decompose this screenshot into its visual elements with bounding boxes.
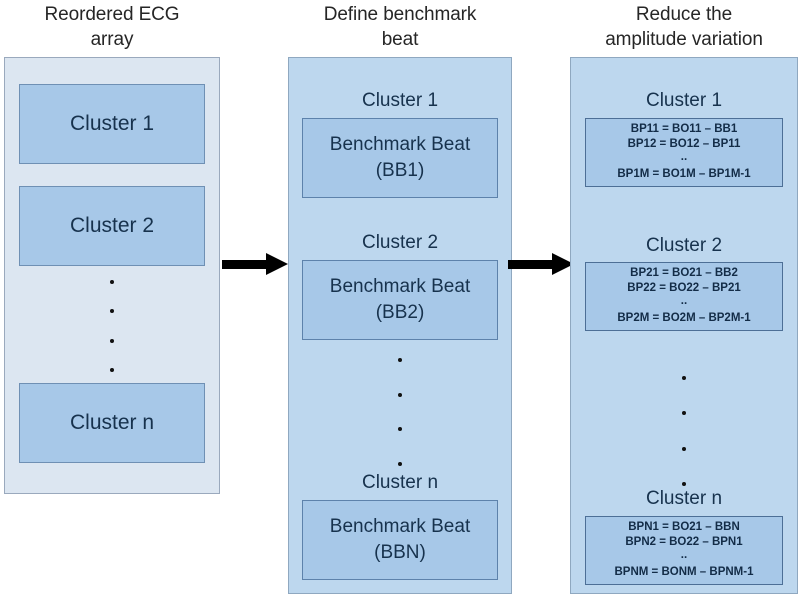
column-title-reordered-line2: array [90, 29, 134, 50]
cluster-label-n: Cluster n [645, 488, 723, 509]
ellipsis-dot [398, 461, 402, 466]
column-title-benchmark: Define benchmark beat [288, 0, 512, 52]
cluster-label-2: Cluster 2 [361, 232, 439, 253]
panel-reordered-ecg-array: Cluster 1 Cluster 2 Cluster n [4, 57, 220, 494]
formula-line-n: BPNM = BONM – BPNM-1 [614, 566, 754, 578]
cluster-label-2: Cluster 2 [645, 235, 723, 256]
ellipsis-dot [682, 481, 686, 486]
formula-line-2: BP22 = BO22 – BP21 [627, 282, 741, 294]
benchmark-beat-box-1-line2: (BB1) [375, 160, 425, 181]
ellipsis-dot [682, 376, 686, 380]
cluster-box-2: Cluster 2 [19, 186, 205, 266]
column-title-reduce-line1: Reduce the [635, 4, 733, 25]
benchmark-beat-box-2-line1: Benchmark Beat [329, 276, 471, 297]
vertical-ellipsis-reduce [571, 376, 797, 486]
arrow-reordered-to-benchmark-icon [222, 253, 288, 275]
benchmark-beat-box-2: Benchmark Beat (BB2) [302, 260, 498, 340]
ellipsis-dot [398, 427, 402, 432]
formula-line-2: BP12 = BO12 – BP11 [627, 138, 741, 150]
benchmark-beat-box-1: Benchmark Beat (BB1) [302, 118, 498, 198]
column-title-benchmark-line1: Define benchmark [323, 4, 477, 25]
arrow-benchmark-to-reduce-icon [508, 253, 574, 275]
formula-box-1: BP11 = BO11 – BB1 BP12 = BO12 – BP11 .. … [585, 118, 783, 187]
formula-box-n: BPN1 = BO21 – BBN BPN2 = BO22 – BPN1 .. … [585, 516, 783, 585]
ellipsis-dot [110, 338, 114, 343]
formula-line-1: BPN1 = BO21 – BBN [628, 521, 740, 533]
cluster-box-1: Cluster 1 [19, 84, 205, 164]
panel-reduce-amplitude-variation: Cluster 1 BP11 = BO11 – BB1 BP12 = BO12 … [570, 57, 798, 594]
benchmark-beat-box-2-line2: (BB2) [375, 302, 425, 323]
arrow-shaft [508, 260, 554, 269]
column-title-reordered: Reordered ECG array [4, 0, 220, 52]
column-title-reduce: Reduce the amplitude variation [570, 0, 798, 52]
formula-box-2: BP21 = BO21 – BB2 BP22 = BO22 – BP21 .. … [585, 262, 783, 331]
ellipsis-dot [682, 446, 686, 451]
vertical-ellipsis-reordered [5, 280, 219, 372]
arrow-head [266, 253, 288, 275]
formula-ellipsis: .. [680, 549, 688, 561]
arrow-shaft [222, 260, 268, 269]
formula-line-1: BP21 = BO21 – BB2 [630, 267, 738, 279]
ellipsis-dot [398, 392, 402, 397]
column-reordered-ecg-array: Reordered ECG array Cluster 1 Cluster 2 … [4, 0, 220, 600]
vertical-ellipsis-benchmark [289, 358, 511, 466]
formula-ellipsis: .. [680, 295, 688, 307]
cluster-label-1: Cluster 1 [361, 90, 439, 111]
ellipsis-dot [110, 309, 114, 314]
benchmark-beat-box-1-line1: Benchmark Beat [329, 134, 471, 155]
benchmark-beat-box-n-line1: Benchmark Beat [329, 516, 471, 537]
column-title-reordered-line1: Reordered ECG [44, 4, 180, 25]
column-reduce-amplitude-variation: Reduce the amplitude variation Cluster 1… [570, 0, 798, 600]
ellipsis-dot [398, 358, 402, 362]
ellipsis-dot [110, 280, 114, 284]
column-title-reduce-line2: amplitude variation [605, 29, 763, 50]
cluster-box-n: Cluster n [19, 383, 205, 463]
ellipsis-dot [682, 411, 686, 416]
formula-ellipsis: .. [680, 151, 688, 163]
column-define-benchmark-beat: Define benchmark beat Cluster 1 Benchmar… [288, 0, 512, 600]
panel-define-benchmark-beat: Cluster 1 Benchmark Beat (BB1) Cluster 2… [288, 57, 512, 594]
formula-line-1: BP11 = BO11 – BB1 [630, 123, 738, 135]
formula-line-n: BP2M = BO2M – BP2M-1 [617, 312, 751, 324]
cluster-label-n: Cluster n [361, 472, 439, 493]
formula-line-n: BP1M = BO1M – BP1M-1 [617, 168, 751, 180]
column-title-benchmark-line2: beat [381, 29, 419, 50]
ellipsis-dot [110, 367, 114, 372]
cluster-label-1: Cluster 1 [645, 90, 723, 111]
formula-line-2: BPN2 = BO22 – BPN1 [625, 536, 743, 548]
benchmark-beat-box-n: Benchmark Beat (BBN) [302, 500, 498, 580]
arrow-head [552, 253, 574, 275]
benchmark-beat-box-n-line2: (BBN) [374, 542, 426, 563]
